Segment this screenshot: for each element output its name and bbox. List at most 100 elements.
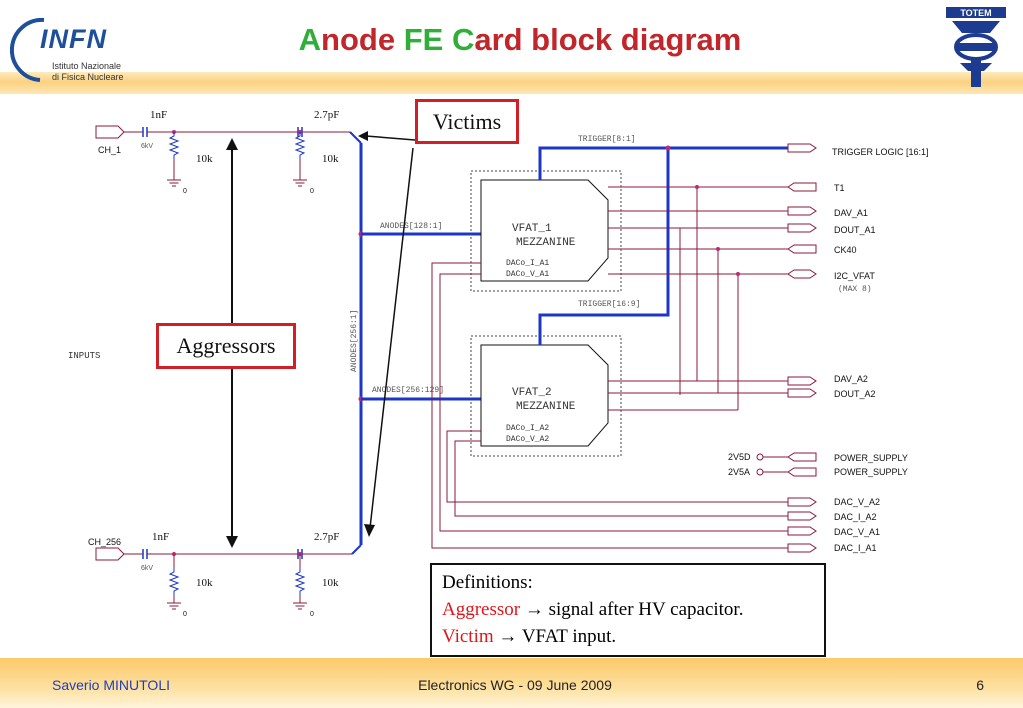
page-title: Anode FE Card block diagram bbox=[200, 22, 840, 58]
ch1-hv-cap-label: 1nF bbox=[150, 109, 167, 121]
definition-aggressor: Aggressor → signal after HV capacitor. bbox=[442, 596, 814, 623]
port-trigger-logic bbox=[787, 143, 817, 153]
aggressor-arrow-icon: → bbox=[524, 599, 544, 620]
footer-author-first: Saverio bbox=[52, 677, 100, 693]
port-dout-a2 bbox=[787, 388, 817, 398]
infn-logo-text: INFN bbox=[40, 24, 107, 54]
ch256-gnd1-label: 0 bbox=[183, 611, 187, 618]
port-power-2-label: POWER_SUPPLY bbox=[834, 467, 908, 477]
port-dac-v-a2 bbox=[787, 497, 817, 507]
ch256-res1-label: 10k bbox=[196, 577, 213, 589]
infn-logo-sub2: di Fisica Nucleare bbox=[52, 72, 124, 82]
footer-event: Electronics WG - 09 June 2009 bbox=[418, 677, 612, 693]
trigger-bus-2-label: TRIGGER[16:9] bbox=[578, 300, 640, 309]
victim-arrow-icon: → bbox=[498, 626, 518, 647]
ch1-hv-label: 6kV bbox=[141, 143, 153, 150]
inputs-label: INPUTS bbox=[68, 351, 100, 361]
vfat1-block: VFAT_1 MEZZANINE DACo_I_A1 DACo_V_A1 bbox=[470, 170, 622, 292]
ch1-in-cap-label: 2.7pF bbox=[314, 109, 339, 121]
port-i2c-label: I2C_VFAT bbox=[834, 271, 875, 281]
vfat2-label-2: MEZZANINE bbox=[516, 401, 576, 413]
ch256-label: CH_256 bbox=[88, 537, 121, 547]
port-t1 bbox=[787, 182, 817, 192]
power-2v5d-label: 2V5D bbox=[728, 452, 751, 462]
ch1-input-port[interactable] bbox=[95, 125, 125, 139]
port-dav-a2 bbox=[787, 376, 817, 386]
definition-victim: Victim → VFAT input. bbox=[442, 623, 814, 650]
vfat2-chip[interactable] bbox=[480, 344, 609, 447]
totem-logo-text: TOTEM bbox=[960, 8, 991, 18]
ch256-hv-label: 6kV bbox=[141, 565, 153, 572]
vfat2-dac-v: DACo_V_A2 bbox=[506, 435, 549, 444]
vfat1-label-1: VFAT_1 bbox=[512, 223, 552, 235]
port-dout-a2-label: DOUT_A2 bbox=[834, 389, 876, 399]
port-ck40 bbox=[787, 244, 817, 254]
ch256-in-cap-label: 2.7pF bbox=[314, 531, 339, 543]
port-ck40-label: CK40 bbox=[834, 245, 857, 255]
title-part-c1: C bbox=[451, 22, 475, 57]
port-dac-i-a1-label: DAC_I_A1 bbox=[834, 543, 877, 553]
vfat2-block: VFAT_2 MEZZANINE DACo_I_A2 DACo_V_A2 bbox=[470, 335, 622, 457]
port-dav-a1 bbox=[787, 206, 817, 216]
vfat1-chip[interactable] bbox=[480, 179, 609, 282]
victims-callout-text: Victims bbox=[432, 109, 502, 134]
anodes-main-bus-label: ANODES[256:1] bbox=[350, 310, 359, 372]
vfat1-dac-i: DACo_I_A1 bbox=[506, 259, 549, 268]
victim-term: Victim bbox=[442, 626, 494, 647]
aggressors-callout: Aggressors bbox=[156, 323, 296, 369]
ch1-res1-label: 10k bbox=[196, 153, 213, 165]
vfat1-dac-v: DACo_V_A1 bbox=[506, 270, 549, 279]
aggressor-text: signal after HV capacitor. bbox=[548, 599, 744, 620]
definitions-box: Definitions: Aggressor → signal after HV… bbox=[430, 563, 826, 657]
port-dac-i-a2-label: DAC_I_A2 bbox=[834, 512, 877, 522]
ch1-res2-label: 10k bbox=[322, 153, 339, 165]
trigger-bus-1-label: TRIGGER[8:1] bbox=[578, 135, 636, 144]
victim-arrows bbox=[358, 131, 416, 537]
port-i2c bbox=[787, 269, 817, 279]
ch1-gnd1-label: 0 bbox=[183, 188, 187, 195]
port-dac-v-a1-label: DAC_V_A1 bbox=[834, 527, 880, 537]
port-dav-a2-label: DAV_A2 bbox=[834, 374, 868, 384]
footer-gradient-bar bbox=[0, 658, 1023, 708]
footer-author: Saverio MINUTOLI bbox=[52, 677, 170, 693]
vfat2-label-1: VFAT_2 bbox=[512, 387, 552, 399]
port-dout-a1-label: DOUT_A1 bbox=[834, 225, 876, 235]
ch256-res2-label: 10k bbox=[322, 577, 339, 589]
ch1-input-chain: CH_1 1nF 6kV 10k 0 2.7pF 10k 0 bbox=[95, 109, 362, 195]
title-part-c2: ard block diagram bbox=[474, 22, 742, 57]
power-2v5a-label: 2V5A bbox=[728, 467, 750, 477]
footer-page-number: 6 bbox=[976, 677, 984, 693]
ch1-gnd2-label: 0 bbox=[310, 188, 314, 195]
ch256-input-port[interactable] bbox=[95, 547, 125, 561]
aggressors-callout-text: Aggressors bbox=[176, 333, 276, 358]
port-trigger-logic-label: TRIGGER LOGIC [16:1] bbox=[832, 147, 929, 157]
signal-wires bbox=[431, 186, 788, 549]
title-part-a2: node bbox=[321, 22, 404, 57]
port-i2c-max: (MAX 8) bbox=[838, 285, 872, 294]
infn-logo-mark bbox=[9, 17, 45, 82]
port-dav-a1-label: DAV_A1 bbox=[834, 208, 868, 218]
ch1-label: CH_1 bbox=[98, 145, 121, 155]
header-gradient-bar bbox=[0, 72, 1023, 94]
port-power-1 bbox=[787, 452, 817, 462]
victims-callout: Victims bbox=[415, 99, 519, 144]
schematic: CH_1 1nF 6kV 10k 0 2.7pF 10k 0 CH_256 1n… bbox=[68, 109, 929, 618]
title-part-b1: FE bbox=[403, 22, 452, 57]
ch256-gnd2-label: 0 bbox=[310, 611, 314, 618]
trigger-buses: TRIGGER[8:1] TRIGGER[16:9] bbox=[538, 135, 788, 345]
infn-logo-sub1: Istituto Nazionale bbox=[52, 61, 122, 71]
ch256-hv-cap-label: 1nF bbox=[152, 531, 169, 543]
definitions-heading: Definitions: bbox=[442, 572, 533, 593]
port-dac-v-a1 bbox=[787, 526, 817, 536]
vfat2-dac-i: DACo_I_A2 bbox=[506, 424, 549, 433]
port-dac-v-a2-label: DAC_V_A2 bbox=[834, 497, 880, 507]
port-dout-a1 bbox=[787, 223, 817, 233]
footer-author-last: MINUTOLI bbox=[103, 677, 170, 693]
port-power-1-label: POWER_SUPPLY bbox=[834, 453, 908, 463]
victim-text: VFAT input. bbox=[521, 626, 617, 647]
totem-logo-mark: TOTEM bbox=[946, 7, 1006, 87]
port-dac-i-a2 bbox=[787, 511, 817, 521]
port-dac-i-a1 bbox=[787, 543, 817, 553]
aggressor-term: Aggressor bbox=[442, 599, 521, 620]
infn-logo: INFN Istituto Nazionale di Fisica Nuclea… bbox=[9, 8, 150, 88]
